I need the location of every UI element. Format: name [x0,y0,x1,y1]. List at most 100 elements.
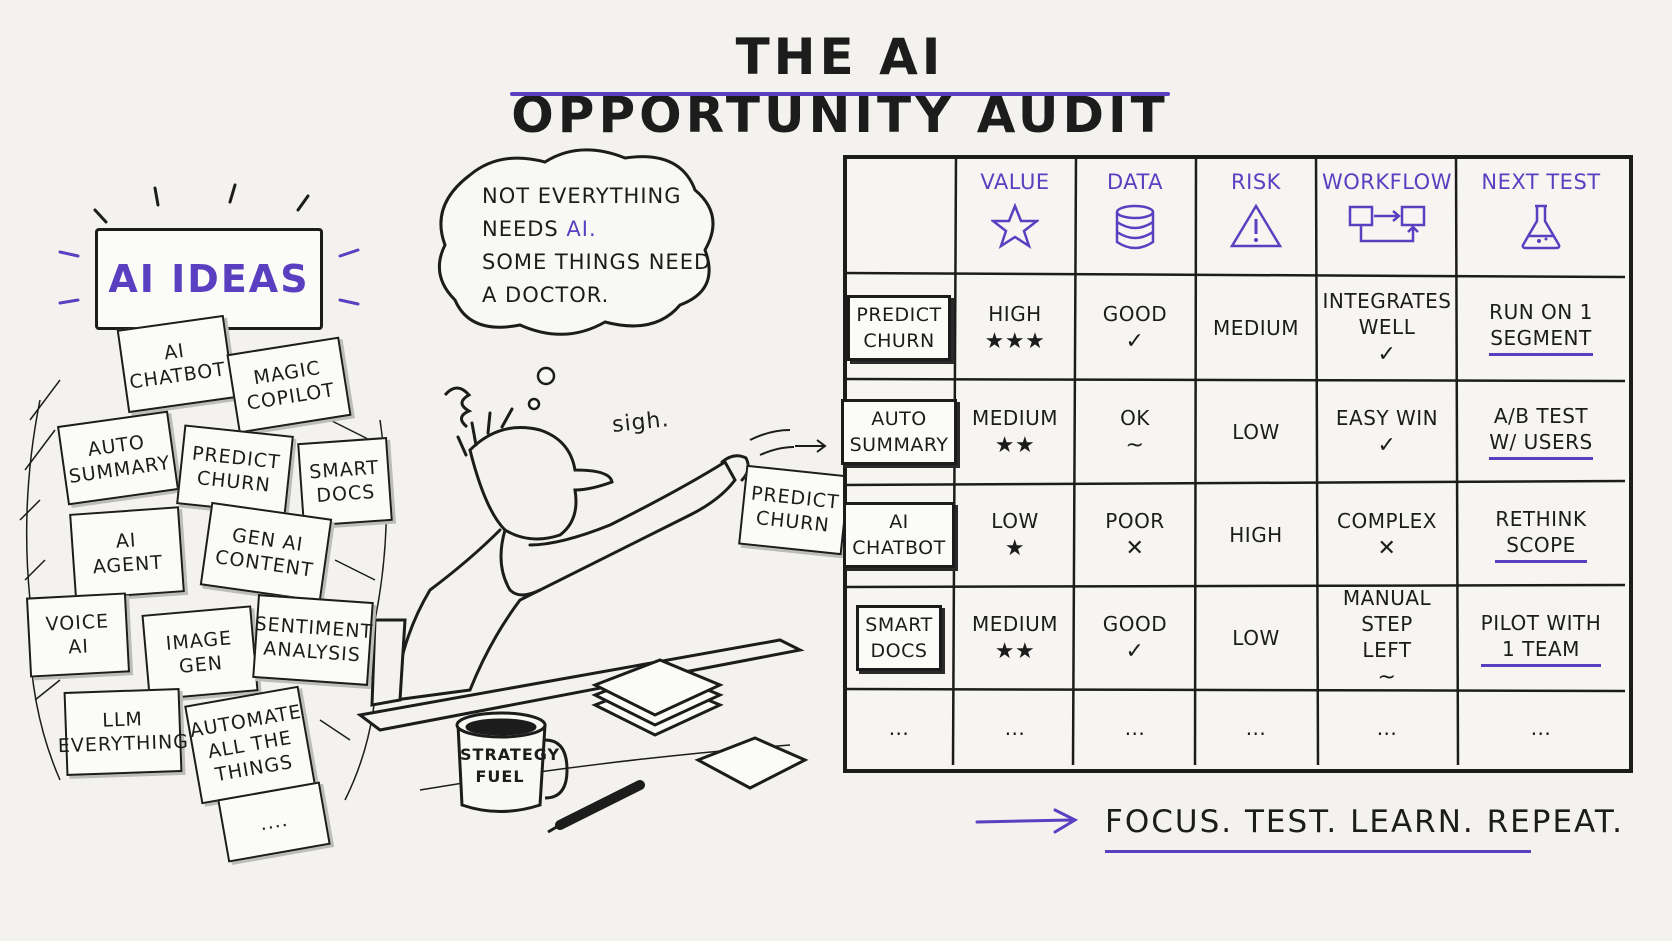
data-mark: ✓ [1125,639,1145,664]
column-header-label: VALUE [980,170,1050,194]
flask-icon [1519,203,1563,257]
thought-line-3: SOME THINGS NEED [482,250,712,274]
next-test-label: A/B TEST W/ USERS [1489,403,1593,460]
risk-cell: MEDIUM [1195,275,1317,380]
ellipsis: ... [1124,715,1146,740]
column-header-label: RISK [1231,170,1281,194]
column-header-label: DATA [1106,170,1164,194]
ellipsis-cell: ... [955,690,1075,765]
value-cell: MEDIUM★★ [955,586,1075,690]
footer-underline [1105,850,1531,853]
next-test-label: PILOT WITH 1 TEAM [1480,610,1602,667]
risk-label: LOW [1232,626,1280,650]
value-label: HIGH [988,301,1042,326]
workflow-label: INTEGRATES WELL [1322,288,1452,339]
data-cell: OK~ [1075,380,1195,483]
idea-note: PREDICT CHURN [176,424,294,516]
star-icon [989,202,1041,255]
row-header: SMART DOCS [843,586,955,690]
risk-cell: LOW [1195,380,1317,483]
ellipsis-cell: ... [843,690,955,765]
next-test-label: RETHINK SCOPE [1495,506,1587,563]
thought-line-2-prefix: NEEDS [482,217,567,241]
burst-lines-dark [93,183,310,224]
row-name: AI CHATBOT [843,501,955,568]
value-stars: ★★★ [984,328,1046,354]
workflow-mark: ✕ [1377,535,1397,561]
workflow-mark: ✓ [1377,432,1397,458]
idea-note: SMART DOCS [297,436,393,528]
risk-cell: HIGH [1195,483,1317,586]
idea-note: AI AGENT [69,506,185,600]
data-label: OK [1120,405,1150,430]
workflow-cell: COMPLEX✕ [1317,483,1457,586]
ellipsis: ... [1376,715,1398,740]
warning-icon [1229,203,1283,255]
mug-label: STRATEGY FUEL [460,745,561,786]
risk-label: MEDIUM [1212,315,1300,340]
data-label: POOR [1105,508,1165,533]
column-header: VALUE [955,155,1075,289]
data-mark: ✓ [1125,328,1145,354]
ellipsis-cell: ... [1457,690,1625,765]
workflow-icon [1347,203,1427,255]
workflow-mark: ~ [1377,665,1397,690]
row-header: PREDICT CHURN [843,275,955,380]
held-card: PREDICT CHURN [738,464,850,556]
data-mark: ✕ [1125,535,1145,561]
value-label: MEDIUM [971,405,1059,430]
ellipsis-cell: ... [1195,690,1317,765]
pen-icon [547,780,645,834]
workflow-cell: INTEGRATES WELL✓ [1317,275,1457,380]
value-cell: HIGH★★★ [955,275,1075,380]
idea-note: SENTIMENT ANALYSIS [252,594,374,686]
next-test-label: RUN ON 1 SEGMENT [1489,299,1593,356]
audit-table-board [843,155,1633,773]
column-header-label: NEXT TEST [1481,170,1601,194]
card-stack [591,658,809,790]
next-test-cell: PILOT WITH 1 TEAM [1457,586,1625,690]
next-test-cell: A/B TEST W/ USERS [1457,380,1625,483]
ellipsis-cell: ... [1317,690,1457,765]
workflow-mark: ✓ [1377,341,1397,367]
data-label: GOOD [1102,612,1168,636]
thought-bubble-text: NOT EVERYTHING NEEDS AI. SOME THINGS NEE… [482,180,712,312]
arrow-right-icon [975,808,1079,834]
next-test-cell: RETHINK SCOPE [1457,483,1625,586]
thought-line-1: NOT EVERYTHING [482,184,682,208]
idea-note: LLM EVERYTHING [58,688,189,776]
workflow-cell: MANUAL STEP LEFT~ [1317,586,1457,690]
row-name: PREDICT CHURN [847,294,951,361]
data-cell: POOR✕ [1075,483,1195,586]
value-cell: LOW★ [955,483,1075,586]
data-mark: ~ [1125,432,1145,458]
workflow-label: COMPLEX [1336,508,1437,533]
ellipsis: ... [888,715,910,740]
thought-line-2: NEEDS AI. [482,213,712,246]
idea-note: AUTO SUMMARY [56,410,180,506]
value-stars: ★★ [994,432,1036,458]
workflow-cell: EASY WIN✓ [1317,380,1457,483]
data-cell: GOOD ✓ [1075,586,1195,690]
column-header: WORKFLOW [1317,155,1457,289]
footer-slogan: FOCUS. TEST. LEARN. REPEAT. [1105,804,1624,840]
row-header: AUTO SUMMARY [840,380,958,483]
column-header: RISK [1195,155,1317,289]
row-header: AI CHATBOT [843,483,955,586]
burst-lines [58,248,360,306]
thought-bubble [437,148,715,336]
column-header: NEXT TEST [1457,155,1625,289]
row-name: SMART DOCS [856,605,942,671]
database-icon [1113,203,1157,257]
value-label: MEDIUM [971,612,1059,636]
risk-label: LOW [1232,419,1280,444]
person [393,407,750,702]
thought-line-4: A DOCTOR. [482,283,610,307]
data-cell: GOOD✓ [1075,275,1195,380]
next-test-cell: RUN ON 1 SEGMENT [1457,275,1625,380]
idea-note: GEN AI CONTENT [199,501,333,603]
column-header: DATA [1075,155,1195,289]
ellipsis-cell: ... [1075,690,1195,765]
title-underline [510,92,1170,96]
